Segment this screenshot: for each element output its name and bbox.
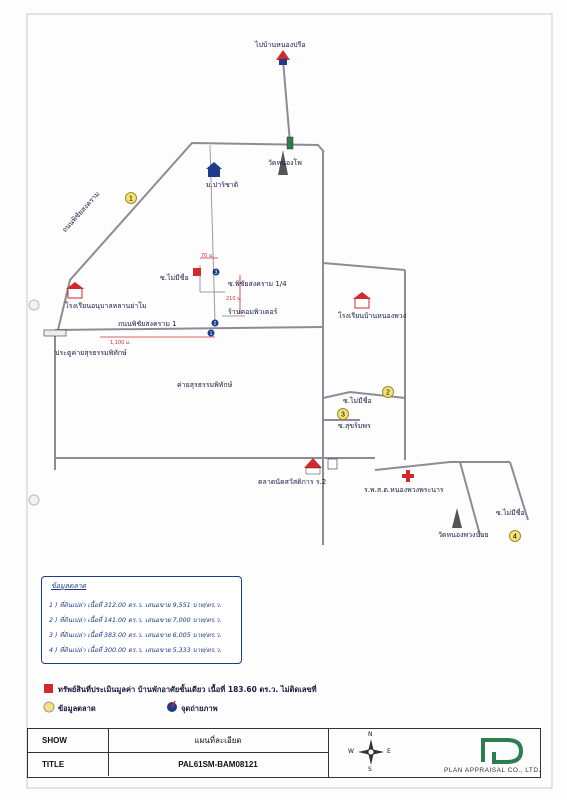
- label-dist-1100: 1,100 ม.: [110, 340, 131, 346]
- market-marker-label: 1: [129, 196, 133, 203]
- direction-arrow-icon: [276, 50, 290, 60]
- legend-row: 3 ) ที่ดินเปล่า เนื้อที่ 383.00 ตร.ว. เส…: [49, 632, 222, 639]
- market-data-legend: ข้อมูลตลาด 1 ) ที่ดินเปล่า เนื้อที่ 312.…: [41, 576, 242, 664]
- compass-icon: [358, 739, 384, 765]
- label-school-right: โรงเรียนบ้านหนองพวง: [338, 312, 407, 320]
- road-soi1: [54, 326, 324, 331]
- label-hospital: ร.พ.ส.ต.หนองพวงพระนาร: [364, 486, 444, 494]
- gate-icon: [43, 329, 67, 337]
- label-road-sukho: ซ.สุขร้มพร: [338, 422, 371, 430]
- page-frame: [26, 13, 553, 789]
- temple-icon: [278, 150, 288, 175]
- photo-point-3: [212, 268, 220, 276]
- road-network: [54, 59, 529, 545]
- school-icon: [353, 292, 371, 309]
- title-key: TITLE: [28, 753, 109, 776]
- market-marker-2: [382, 386, 394, 398]
- road-east-bottom: [374, 461, 510, 471]
- key-market-data: ข้อมูลตลาด: [58, 704, 96, 713]
- label-market: ตลาดนัดสวัสดิการ ร.2: [258, 478, 327, 486]
- temple-icon: [452, 508, 462, 528]
- hospital-icon: [402, 470, 414, 482]
- title-block-title-row: TITLE PAL61SM-BAM08121: [28, 753, 328, 776]
- house-roof: [206, 162, 222, 169]
- label-school-left: โรงเรียนอนุบาลหลานย่าโม: [65, 302, 147, 310]
- photo-point-label: 3: [215, 270, 218, 276]
- key-property: ทรัพย์สินที่ประเมินมูลค่า บ้านพักอาศัยชั…: [58, 685, 317, 694]
- market-icon: [304, 458, 322, 475]
- title-block-show-row: SHOW แผนที่ละเอียด: [28, 729, 328, 753]
- property-marker: [193, 268, 201, 276]
- show-value: แผนที่ละเอียด: [194, 736, 242, 745]
- legend-title: ข้อมูลตลาด: [51, 582, 87, 590]
- photo-point-label: 2: [214, 321, 217, 327]
- road-far-branch: [459, 461, 481, 536]
- market-marker-4: [509, 530, 521, 542]
- compass-s: S: [368, 766, 372, 773]
- binder-hole: [28, 494, 40, 506]
- compass-w: W: [348, 748, 354, 755]
- label-road-soi1: ถนนพิชัยสงคราม 1: [118, 320, 177, 328]
- road-right-top: [322, 262, 406, 271]
- label-direction-top: ไปบ้านหนองปรือ: [255, 41, 306, 49]
- company-name: PLAN APPRAISAL CO., LTD.: [444, 767, 541, 774]
- traffic-light-icon: [286, 136, 294, 150]
- direction-arrow-base: [279, 59, 287, 65]
- label-road-soi14: ซ.พิชัยสงคราม 1/4: [228, 280, 287, 288]
- market-marker-label: 4: [513, 534, 517, 541]
- road-main-diag: [57, 141, 325, 331]
- legend-row: 4 ) ที่ดินเปล่า เนื้อที่ 300.00 ตร.ว. เส…: [49, 647, 222, 654]
- key-photo-point: จุดถ่ายภาพ: [181, 704, 218, 713]
- binder-hole: [28, 299, 40, 311]
- label-village: ม.ปาริชาติ: [206, 181, 239, 189]
- label-temple-top: วัดหนองโพ: [268, 159, 302, 167]
- label-camp: ค่ายสุรธรรมพิทักษ์: [177, 381, 233, 389]
- legend-market-swatch: [43, 701, 55, 713]
- company-logo-icon: [481, 738, 524, 764]
- label-road-nameless-left: ซ.ไม่มีชื่อ: [160, 274, 189, 282]
- title-value: PAL61SM-BAM08121: [178, 760, 258, 769]
- show-key: SHOW: [28, 729, 109, 752]
- title-block: SHOW แผนที่ละเอียด TITLE PAL61SM-BAM0812…: [27, 728, 541, 778]
- compass-n: N: [368, 731, 373, 738]
- photo-points: 12 3: [207, 268, 220, 337]
- compass-e: E: [387, 748, 391, 755]
- label-shop: ร้านคอมพิวเตอร์: [228, 308, 278, 316]
- store-icon: [327, 458, 338, 470]
- legend-property-swatch: [44, 684, 53, 693]
- school-icon: [66, 282, 84, 299]
- label-gate: ประตูค่ายสุรธรรมพิทักษ์: [55, 349, 127, 357]
- market-marker-3: [337, 408, 349, 420]
- road-north: [282, 59, 291, 144]
- market-marker-label: 3: [341, 412, 345, 419]
- market-marker-1: [125, 192, 137, 204]
- legend-row: 2 ) ที่ดินเปล่า เนื้อที่ 141.00 ตร.ว. เส…: [49, 617, 222, 624]
- label-road-nameless-right: ซ.ไม่มีชื่อ: [343, 397, 372, 405]
- label-road-nameless-far: ซ.ไม่มีชื่อ: [496, 509, 525, 517]
- house-icon: [208, 168, 220, 177]
- label-temple-bottom: วัดหนองพวงน้อย: [438, 531, 489, 539]
- road-far-branch2: [509, 461, 529, 521]
- title-block-divider: [328, 729, 329, 777]
- legend-photo-arrow: [171, 700, 176, 708]
- label-dist-210: 210 ม.: [226, 296, 243, 302]
- market-marker-label: 2: [386, 390, 390, 397]
- label-dist-70: 70 ม.: [201, 253, 214, 259]
- photo-point-2: [211, 319, 219, 327]
- photo-point-label: 1: [210, 331, 213, 337]
- legend-row: 1 ) ที่ดินเปล่า เนื้อที่ 312.00 ตร.ว. เส…: [49, 602, 222, 609]
- photo-point-1: [207, 329, 215, 337]
